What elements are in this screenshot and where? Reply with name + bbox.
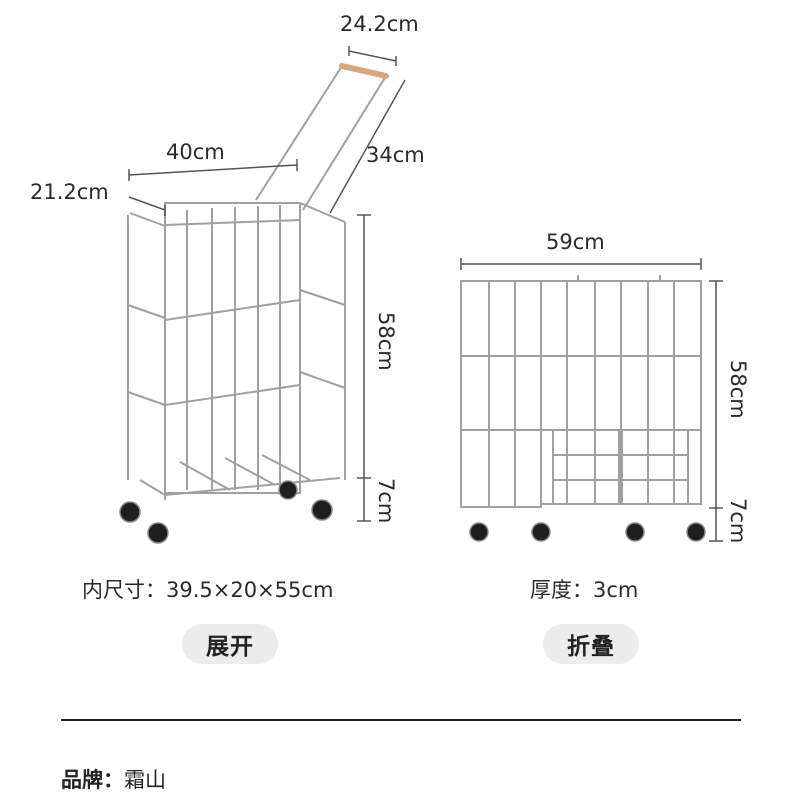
folded-width-label: 59cm <box>546 230 605 254</box>
width-label: 40cm <box>166 140 225 164</box>
handle-length-label: 34cm <box>366 143 425 167</box>
expanded-dimension-lines <box>128 46 406 522</box>
expanded-state-badge: 展开 <box>182 624 278 664</box>
folded-cart-wheels <box>469 522 706 542</box>
inner-size-spec: 内尺寸：39.5×20×55cm <box>82 574 333 604</box>
brand-row: 品牌：霜山 <box>61 764 166 794</box>
folded-wheel-height-label: 7cm <box>726 498 750 544</box>
section-divider <box>61 719 741 721</box>
basket-height-label: 58cm <box>374 312 398 371</box>
folded-basket-height-label: 58cm <box>726 360 750 419</box>
brand-label: 品牌： <box>61 768 124 792</box>
folded-cart-drawing <box>460 275 702 508</box>
thickness-spec: 厚度：3cm <box>530 574 638 604</box>
thickness-value: 3cm <box>593 578 639 602</box>
thickness-label: 厚度： <box>530 578 593 602</box>
inner-size-value: 39.5×20×55cm <box>166 578 334 602</box>
folded-state-badge: 折叠 <box>543 624 639 664</box>
depth-label: 21.2cm <box>30 180 109 204</box>
handle-width-label: 24.2cm <box>340 12 419 36</box>
inner-size-label: 内尺寸： <box>82 578 166 602</box>
brand-value: 霜山 <box>124 768 166 792</box>
folded-dimension-lines <box>460 258 723 542</box>
wheel-height-label: 7cm <box>374 478 398 524</box>
expanded-cart-drawing <box>127 63 389 500</box>
expanded-cart-wheels <box>119 480 333 544</box>
